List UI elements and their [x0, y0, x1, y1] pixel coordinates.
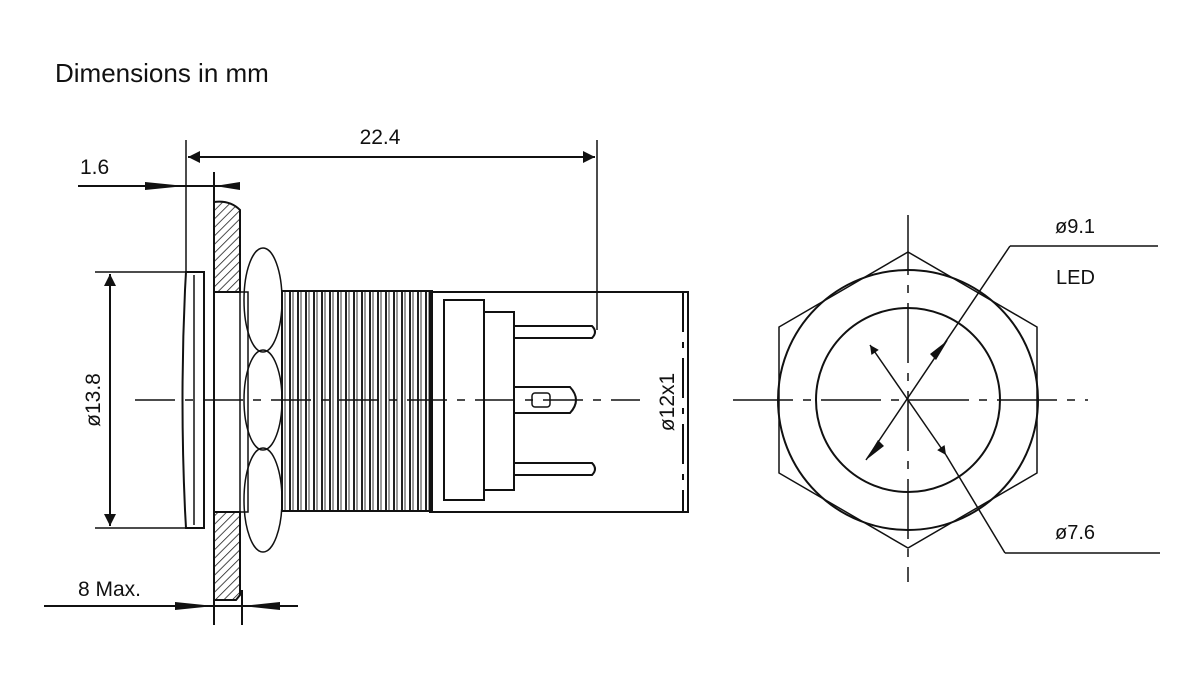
inner-diameter-leader: [945, 454, 1006, 554]
nut-face-top: [243, 247, 283, 353]
hex-nut-outline: [778, 251, 1038, 549]
front-view: ø9.1 LED ø7.6: [733, 215, 1160, 582]
led-label: LED: [1056, 267, 1095, 289]
housing-outline: [429, 291, 689, 513]
drawing-title: Dimensions in mm: [55, 58, 269, 88]
threaded-body: [281, 290, 433, 512]
panel-max-label: 8 Max.: [78, 578, 141, 601]
nut-face-bottom: [243, 447, 283, 553]
outer-diameter-arrows: [866, 340, 948, 460]
terminal-pin-bottom: [514, 462, 596, 476]
thread-label: ø12x1: [656, 373, 679, 431]
side-view: 22.4 1.6 ø13.8 ø12x1: [44, 126, 689, 625]
panel-section-bottom: [213, 511, 241, 601]
bezel-thickness-arrows: [145, 182, 240, 190]
panel-max-arrows: [175, 602, 280, 610]
terminal-pin-top: [514, 325, 596, 339]
outer-diameter-label: ø9.1: [1055, 216, 1095, 238]
body-step-2: [483, 311, 515, 491]
bezel-diameter-label: ø13.8: [82, 373, 105, 427]
inner-diameter-arrow: [869, 344, 947, 456]
bezel: [181, 271, 205, 529]
inner-diameter-label: ø7.6: [1055, 522, 1095, 544]
length-label: 22.4: [360, 126, 401, 149]
bezel-thickness-label: 1.6: [80, 156, 109, 179]
panel-section-top: [213, 200, 241, 293]
